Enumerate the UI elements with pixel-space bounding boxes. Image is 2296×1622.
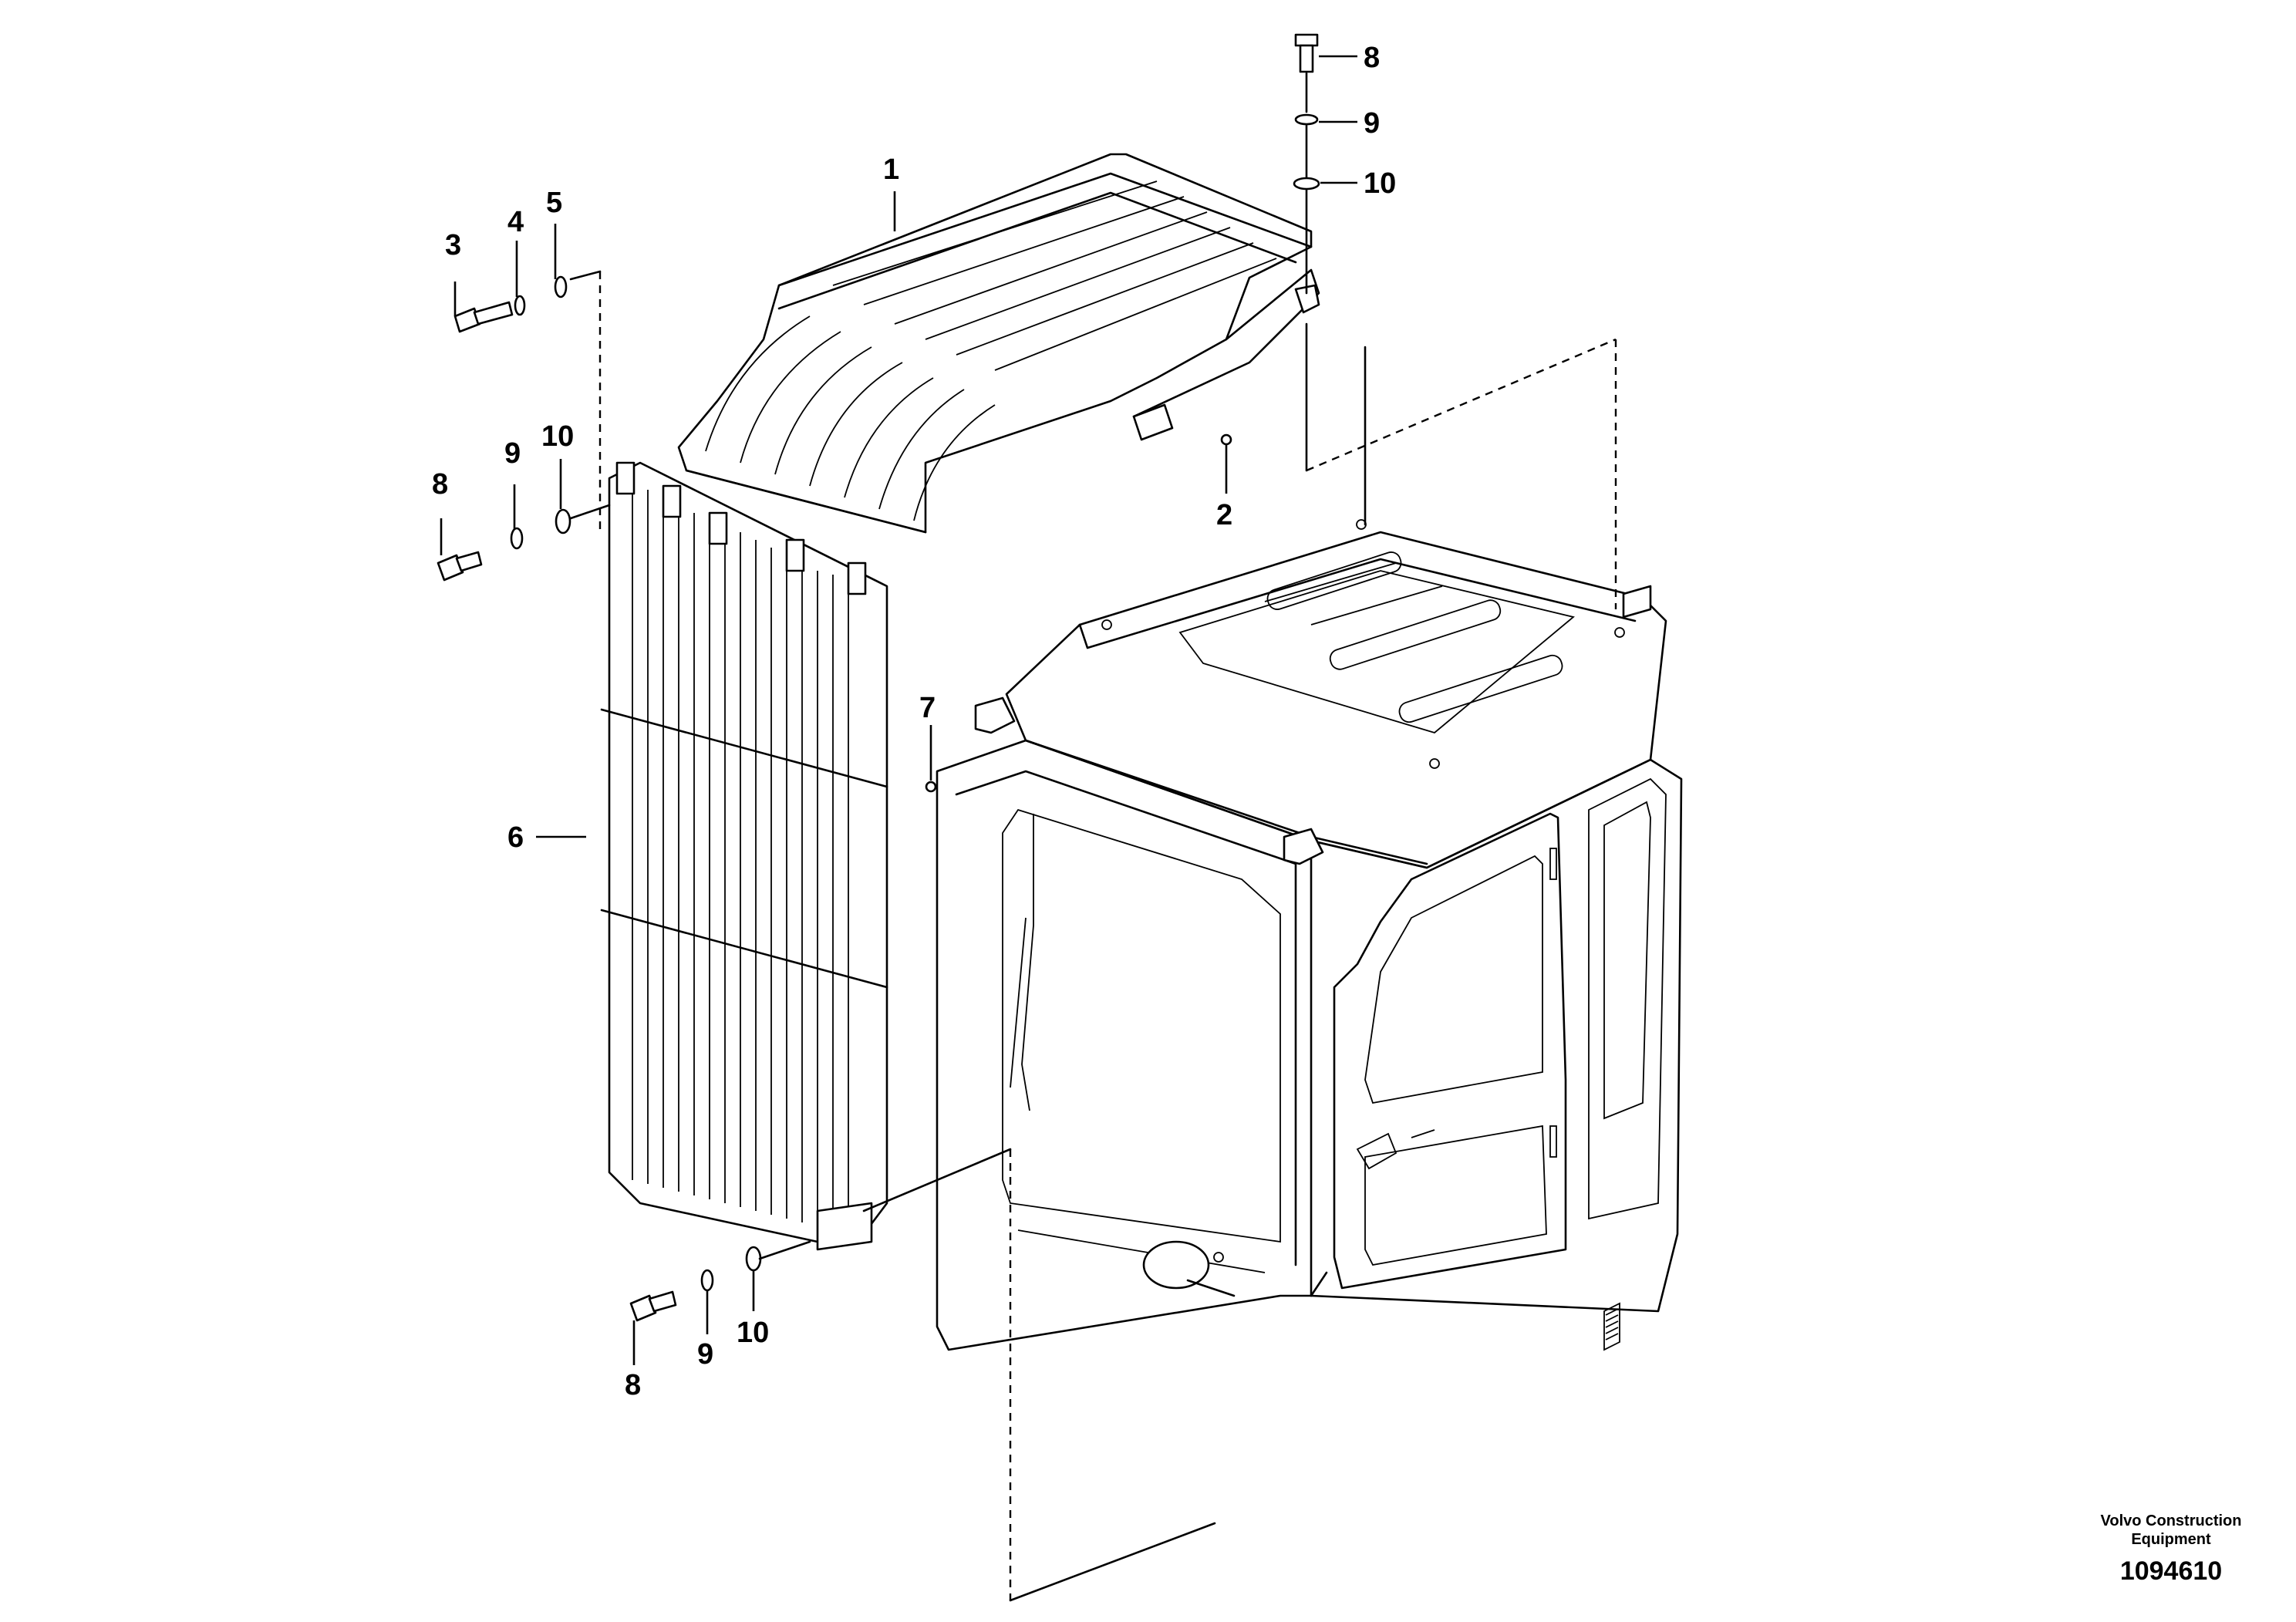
bolt-3: [453, 301, 514, 333]
front-guard: [600, 461, 888, 1251]
callout-9-top: 9: [1364, 107, 1380, 140]
bolt-left: [437, 551, 483, 582]
operator-cab: [936, 519, 1683, 1351]
pin-2: [1220, 433, 1232, 446]
callout-5: 5: [546, 187, 562, 219]
bolt-top: [1294, 33, 1319, 73]
callout-1: 1: [883, 153, 899, 186]
washer-bottom-10: [745, 1246, 762, 1272]
callout-2: 2: [1216, 499, 1232, 531]
callout-9-bottom: 9: [697, 1338, 713, 1371]
leaders: [440, 55, 1357, 1365]
washer-top-9: [1294, 113, 1319, 126]
pin-7: [925, 781, 937, 793]
callout-8-bottom: 8: [625, 1369, 641, 1401]
callout-3: 3: [445, 229, 461, 261]
credit-line-1: Volvo Construction: [2101, 1512, 2242, 1529]
callout-10-bottom: 10: [737, 1317, 769, 1349]
callout-9-left: 9: [504, 437, 521, 470]
washer-top-10: [1293, 177, 1320, 191]
washer-4: [514, 295, 526, 316]
bolt-bottom: [629, 1290, 677, 1322]
washer-bottom-9: [700, 1269, 714, 1292]
callout-10-top: 10: [1364, 167, 1396, 200]
callout-7: 7: [919, 692, 936, 724]
roof-guard: [677, 153, 1320, 534]
callout-8-left: 8: [432, 468, 448, 501]
callout-4: 4: [507, 206, 524, 238]
document-number: 1094610: [2120, 1556, 2222, 1586]
callout-10-left: 10: [541, 420, 574, 453]
callout-6: 6: [507, 821, 524, 854]
washer-left-9: [510, 527, 524, 550]
callout-8-top: 8: [1364, 42, 1380, 74]
assembly-lines: [569, 72, 1617, 1602]
washer-5: [554, 275, 568, 298]
washer-left-10: [555, 508, 571, 534]
credit-line-2: Equipment: [2131, 1531, 2211, 1548]
